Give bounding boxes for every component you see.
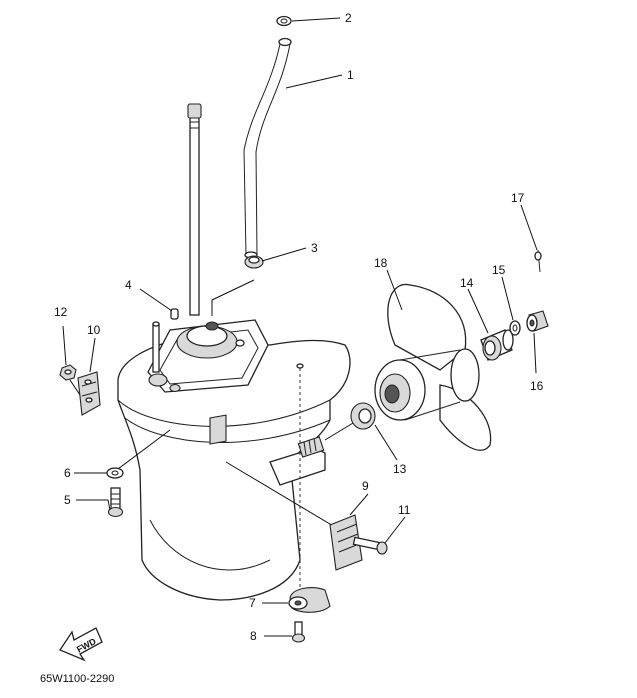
- callout-8: 8: [250, 629, 257, 643]
- propeller-nut: [526, 310, 549, 332]
- trim-tab-anode: [329, 514, 363, 571]
- callout-7: 7: [249, 596, 256, 610]
- leader-lines: [62, 17, 538, 637]
- callout-10: 10: [87, 323, 101, 337]
- bolt-11: [352, 536, 388, 555]
- grommet: [244, 255, 264, 269]
- washer: [276, 15, 292, 27]
- callout-4: 4: [125, 278, 132, 292]
- lower-casing: [117, 319, 351, 601]
- callout-13: 13: [393, 462, 407, 476]
- bolt-5: [107, 487, 124, 518]
- callout-3: 3: [311, 241, 318, 255]
- thrust-washer: [350, 402, 376, 430]
- washer-6: [106, 467, 124, 479]
- trim-tab: [288, 587, 331, 613]
- callout-18: 18: [374, 256, 388, 270]
- callout-15: 15: [492, 263, 506, 277]
- callout-labels: 1 2 3 4 5 6 7 8 9 10 11 12 13 14 15 16 1…: [54, 11, 544, 643]
- callout-1: 1: [347, 68, 354, 82]
- callout-14: 14: [460, 276, 474, 290]
- callout-6: 6: [64, 466, 71, 480]
- callout-17: 17: [511, 191, 525, 205]
- washer-15: [509, 320, 521, 336]
- callout-2: 2: [345, 11, 352, 25]
- water-tube: [243, 37, 292, 259]
- drive-shaft: [187, 103, 202, 316]
- callout-12: 12: [54, 305, 68, 319]
- callout-5: 5: [64, 493, 71, 507]
- spacer: [480, 329, 514, 361]
- fwd-arrow-icon: FWD: [59, 627, 103, 662]
- cotter-pin: [534, 249, 542, 273]
- callout-11: 11: [398, 503, 411, 517]
- nut: [59, 364, 77, 381]
- callout-16: 16: [530, 379, 544, 393]
- anode: [77, 371, 101, 416]
- callout-9: 9: [362, 479, 369, 493]
- diagram-code: 65W1100-2290: [40, 673, 114, 685]
- propeller: [374, 283, 492, 451]
- bolt-8: [291, 621, 306, 643]
- dowel-pin: [170, 308, 179, 320]
